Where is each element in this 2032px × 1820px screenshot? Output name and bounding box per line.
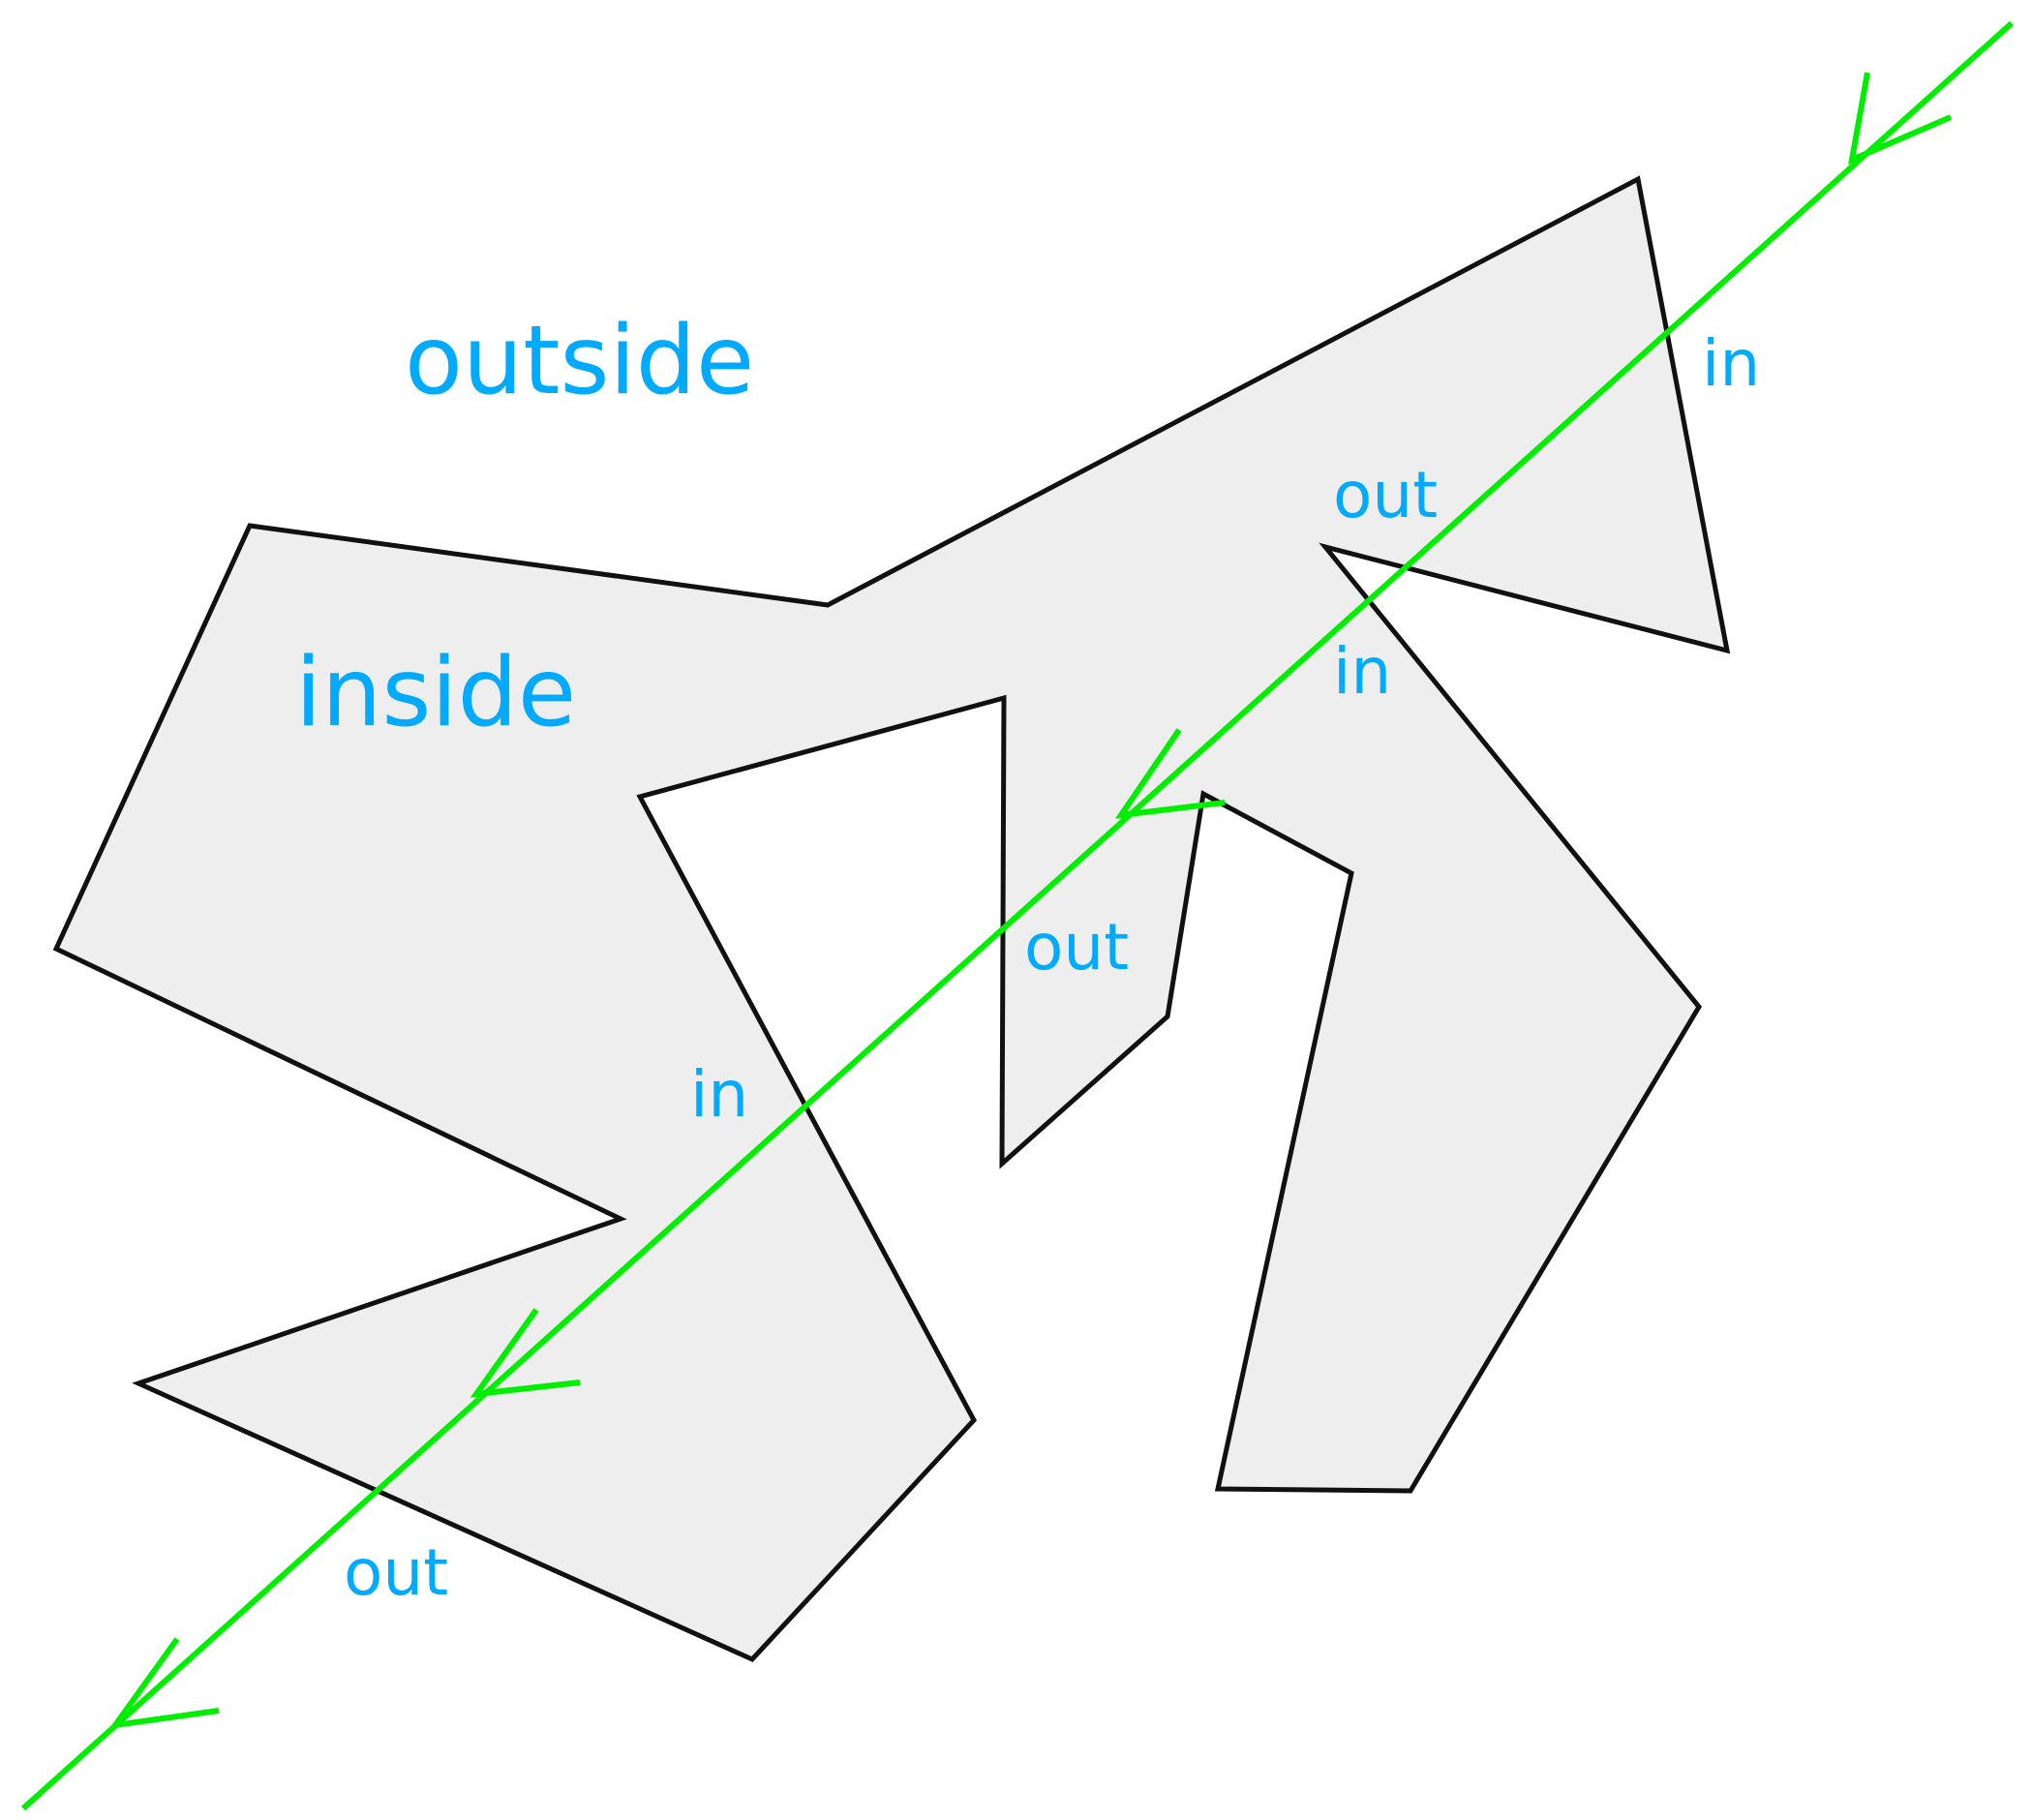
crossing-label-5: in (690, 1057, 748, 1132)
arrowhead-3-icon (470, 1308, 581, 1398)
ray-line (20, 20, 2015, 1811)
arrowhead-4-icon (108, 1637, 220, 1729)
arrowhead-2-icon (1114, 728, 1226, 819)
crossing-label-3: in (1333, 634, 1391, 709)
crossing-label-6: out (344, 1535, 448, 1610)
arrowhead-1-icon (1848, 72, 1953, 165)
crossing-label-2: out (1333, 458, 1438, 532)
inside-label: inside (295, 638, 576, 748)
crossing-label-1: in (1702, 326, 1760, 401)
polygon-shape (52, 175, 1731, 1663)
crossing-label-4: out (1024, 910, 1129, 985)
outside-label: outside (405, 306, 754, 416)
